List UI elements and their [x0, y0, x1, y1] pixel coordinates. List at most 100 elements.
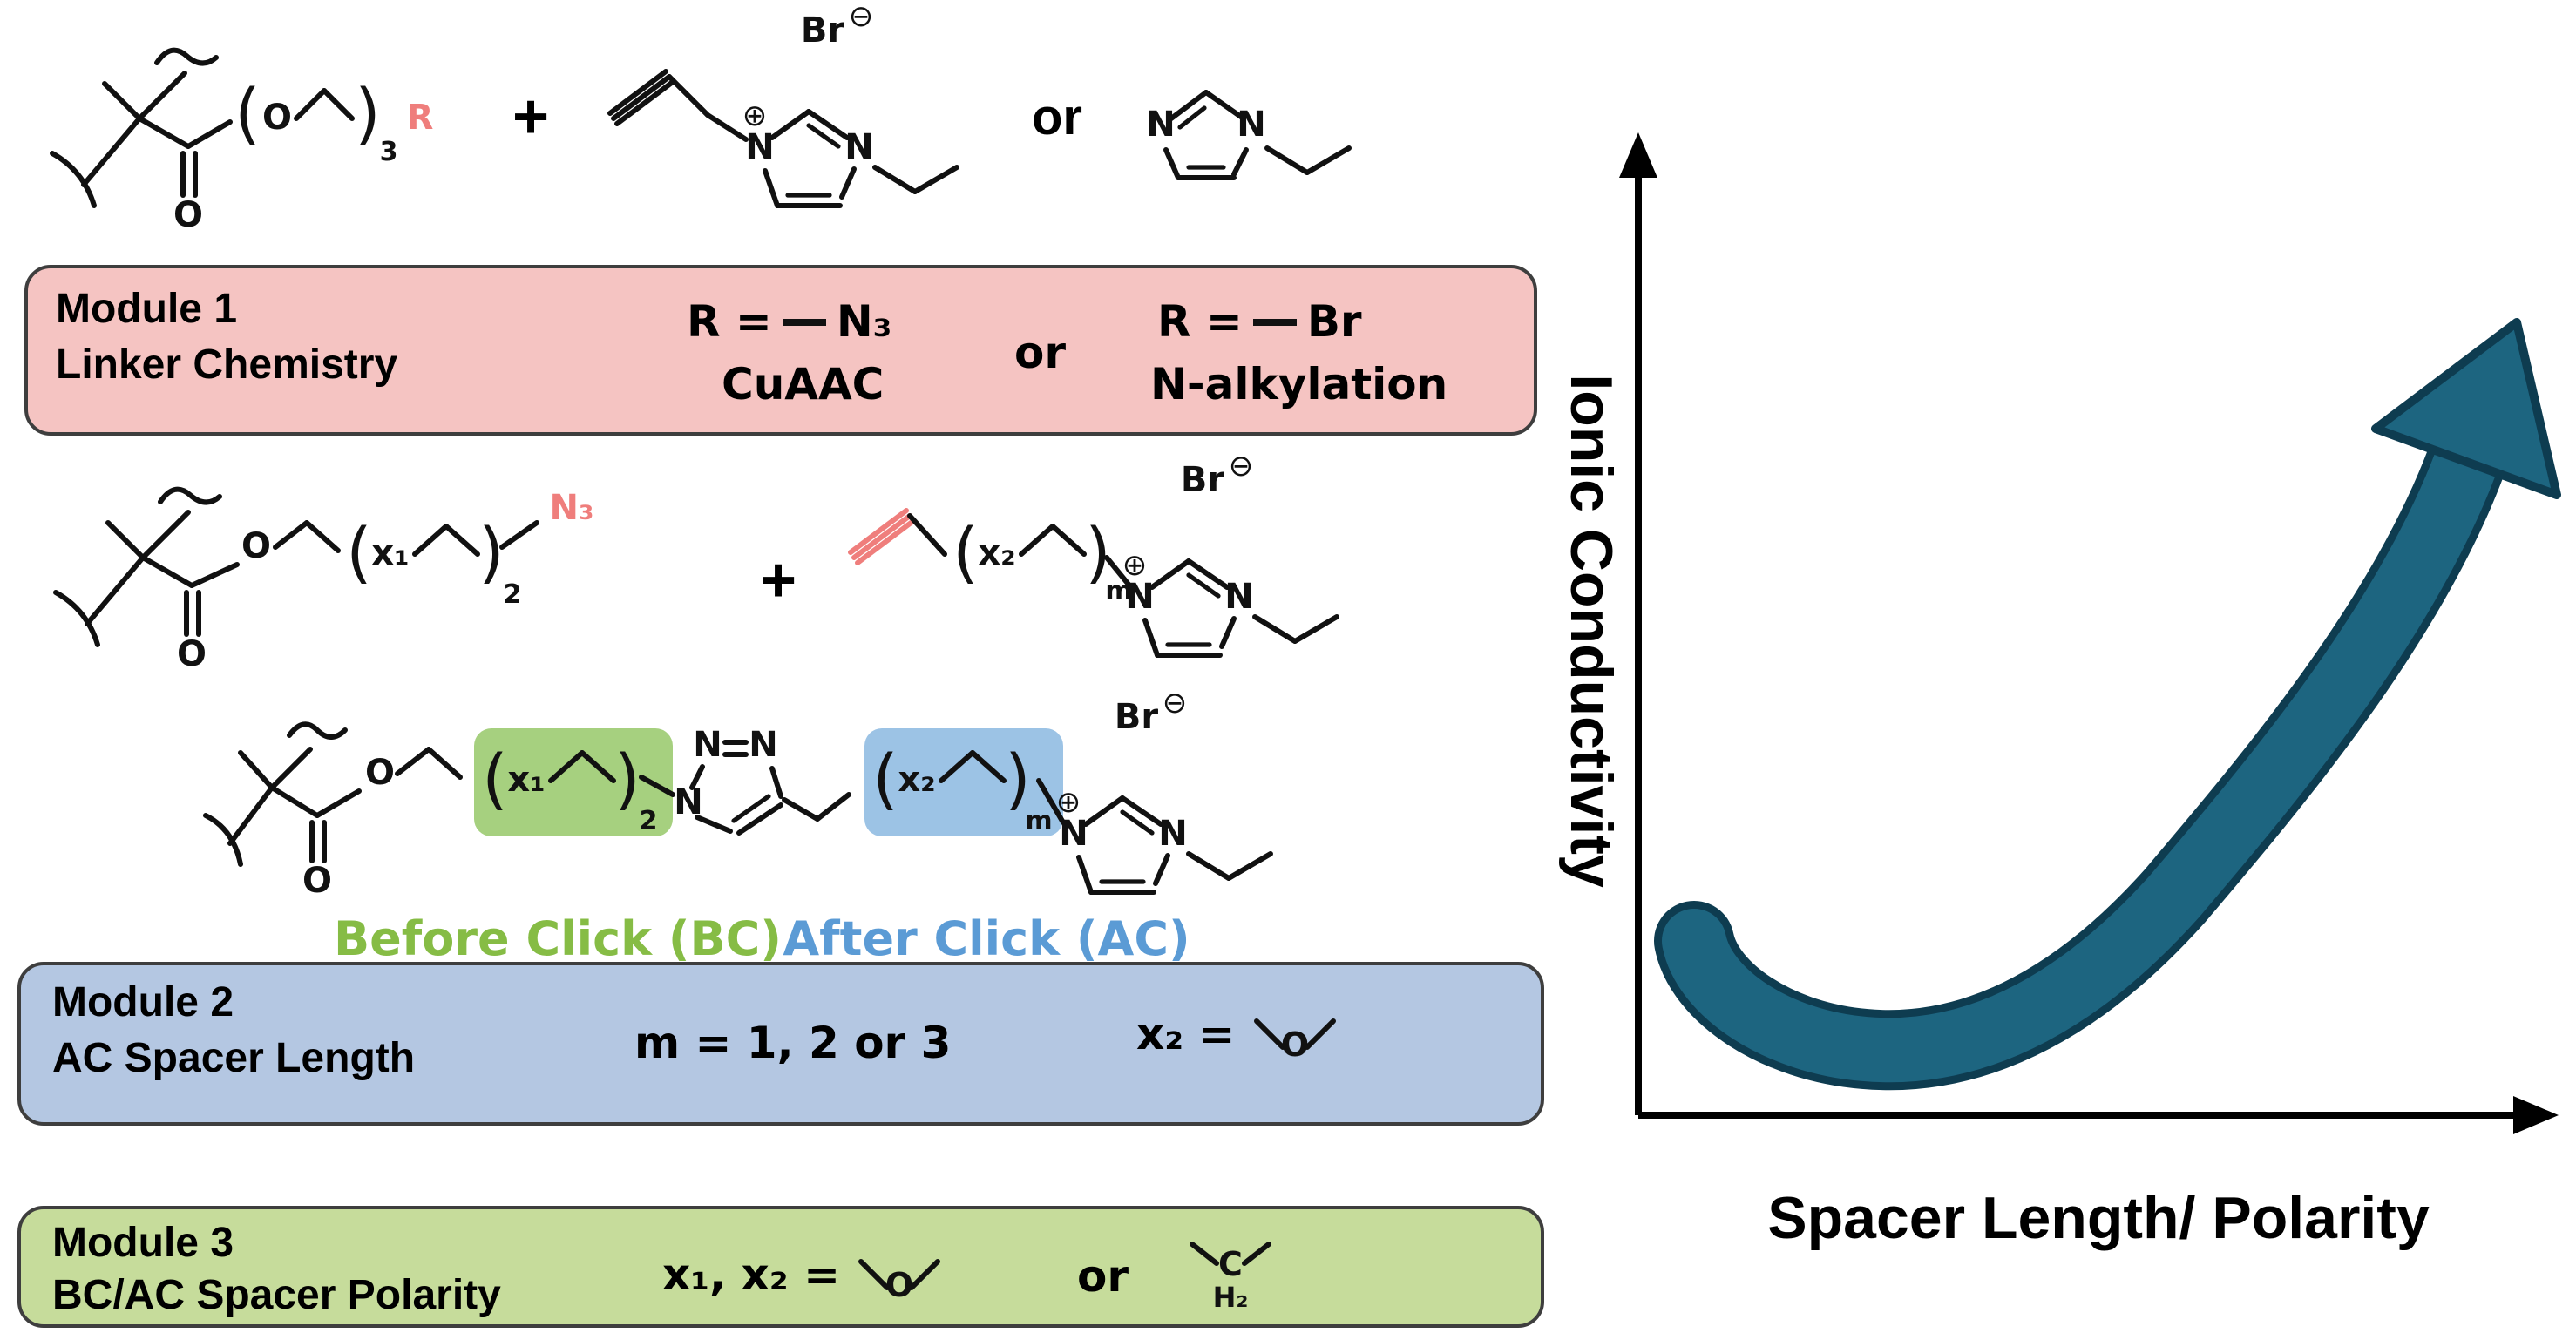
atom-N: N	[749, 725, 777, 765]
bond	[137, 71, 187, 121]
atom-N-plus: N	[1059, 814, 1088, 854]
chain-end-arc	[53, 590, 100, 647]
bond	[769, 109, 811, 140]
module1-title: Module 1	[56, 286, 238, 333]
option-nalkylation-r-group: R = Br	[1157, 296, 1362, 347]
after-click-label: After Click (AC)	[783, 913, 1190, 967]
bond	[273, 520, 309, 550]
bond	[1253, 1018, 1285, 1050]
atom-N-plus: N	[745, 127, 774, 167]
atom-N: N	[1237, 105, 1265, 145]
bond	[294, 88, 327, 121]
chain-squiggle	[154, 47, 219, 66]
bond	[322, 88, 355, 121]
module2-title: Module 2	[52, 979, 234, 1026]
x2-definition: x₂ = O	[1136, 1004, 1339, 1063]
ac-highlight-box	[864, 728, 1063, 836]
struct-click-product: O O ( x₁ ) 2 N N N ( x₂ ) m	[203, 686, 1273, 901]
bond	[269, 785, 320, 818]
bond	[1226, 851, 1273, 881]
triple-bond	[607, 69, 668, 116]
triazole-ring: N N N	[674, 725, 783, 836]
bond	[872, 165, 918, 194]
imidazolium-ring: N ⊕ N Br ⊖	[742, 3, 959, 208]
bond	[238, 750, 275, 790]
bond-dash	[782, 318, 826, 325]
struct-ethylimidazole: N N	[1146, 90, 1352, 180]
chain-end-arc	[203, 813, 243, 867]
bond	[1019, 524, 1055, 557]
chain-squiggle	[158, 486, 222, 505]
bond	[639, 775, 675, 797]
chain-end-arc	[50, 151, 97, 208]
plus-sign: +	[760, 544, 797, 615]
bond	[105, 520, 146, 560]
bond	[81, 116, 142, 187]
atom-O: O	[1280, 1025, 1308, 1063]
bond	[499, 520, 539, 550]
bond	[140, 555, 194, 588]
imidazolium-ring: N ⊕ N Br ⊖	[1056, 686, 1273, 895]
bond	[667, 74, 710, 118]
double-bond	[806, 123, 841, 149]
bromide-label: Br	[1181, 460, 1224, 500]
triple-bond	[851, 513, 912, 560]
bond	[426, 747, 463, 780]
atom-N-plus: N	[1125, 577, 1154, 617]
bond	[1305, 145, 1352, 175]
atom-N: N	[1158, 814, 1187, 854]
double-bond	[731, 794, 771, 823]
bond	[1083, 795, 1125, 827]
atom-N: N	[693, 725, 722, 765]
bond	[269, 747, 313, 790]
bond	[1104, 555, 1132, 588]
atom-O: O	[885, 1266, 913, 1303]
x1-label: x₁	[507, 760, 545, 800]
bond	[140, 510, 191, 560]
x1-x2-equals: x₁, x₂ =	[662, 1248, 841, 1299]
atom-C: C	[1218, 1245, 1243, 1283]
x-axis-label: Spacer Length/ Polarity	[1767, 1186, 2430, 1252]
bond	[909, 1259, 941, 1290]
minus-charge-icon: ⊖	[1229, 449, 1254, 484]
bond	[782, 797, 820, 822]
struct-alkyne-spacer-imidazolium: ( x₂ ) m N ⊕ N Br ⊖	[848, 449, 1339, 658]
plus-charge-icon: ⊕	[742, 98, 768, 133]
azide-end-group: N₃	[550, 488, 594, 528]
double-bond	[1177, 105, 1207, 130]
bond	[689, 764, 705, 790]
atom-O: O	[262, 98, 292, 138]
bond	[1153, 853, 1170, 886]
bond	[1120, 795, 1163, 827]
x2-label: x₂	[898, 760, 935, 800]
bond	[970, 750, 1007, 783]
module2-subtitle: AC Spacer Length	[52, 1035, 416, 1082]
atom-O: O	[241, 526, 271, 566]
bond	[1292, 614, 1339, 644]
bond	[137, 116, 191, 149]
subscript-2: 2	[504, 579, 522, 610]
bond	[815, 792, 851, 822]
y-axis-label: Ionic Conductivity	[1557, 374, 1624, 888]
bromide-label: Br	[801, 10, 844, 51]
bond	[1076, 855, 1094, 895]
cuaac-label: CuAAC	[722, 359, 885, 409]
open-paren: (	[872, 740, 898, 817]
bond	[1169, 90, 1209, 121]
x2-equals: x₂ =	[1136, 1008, 1236, 1059]
y-axis-arrowhead-icon	[1619, 132, 1657, 178]
bond	[1149, 558, 1191, 590]
plus-sign: +	[512, 80, 550, 152]
triple-bond	[611, 74, 672, 121]
bond	[1203, 90, 1244, 119]
minus-charge-icon: ⊖	[1163, 686, 1188, 721]
bond	[695, 815, 733, 834]
open-paren: (	[234, 74, 261, 152]
plus-charge-icon: ⊕	[1122, 548, 1148, 583]
ether-glyph: O	[858, 1259, 941, 1303]
close-paren: )	[355, 74, 381, 152]
atom-O: O	[177, 634, 207, 674]
bond	[189, 562, 240, 588]
nalkylation-label: N-alkylation	[1150, 359, 1448, 409]
